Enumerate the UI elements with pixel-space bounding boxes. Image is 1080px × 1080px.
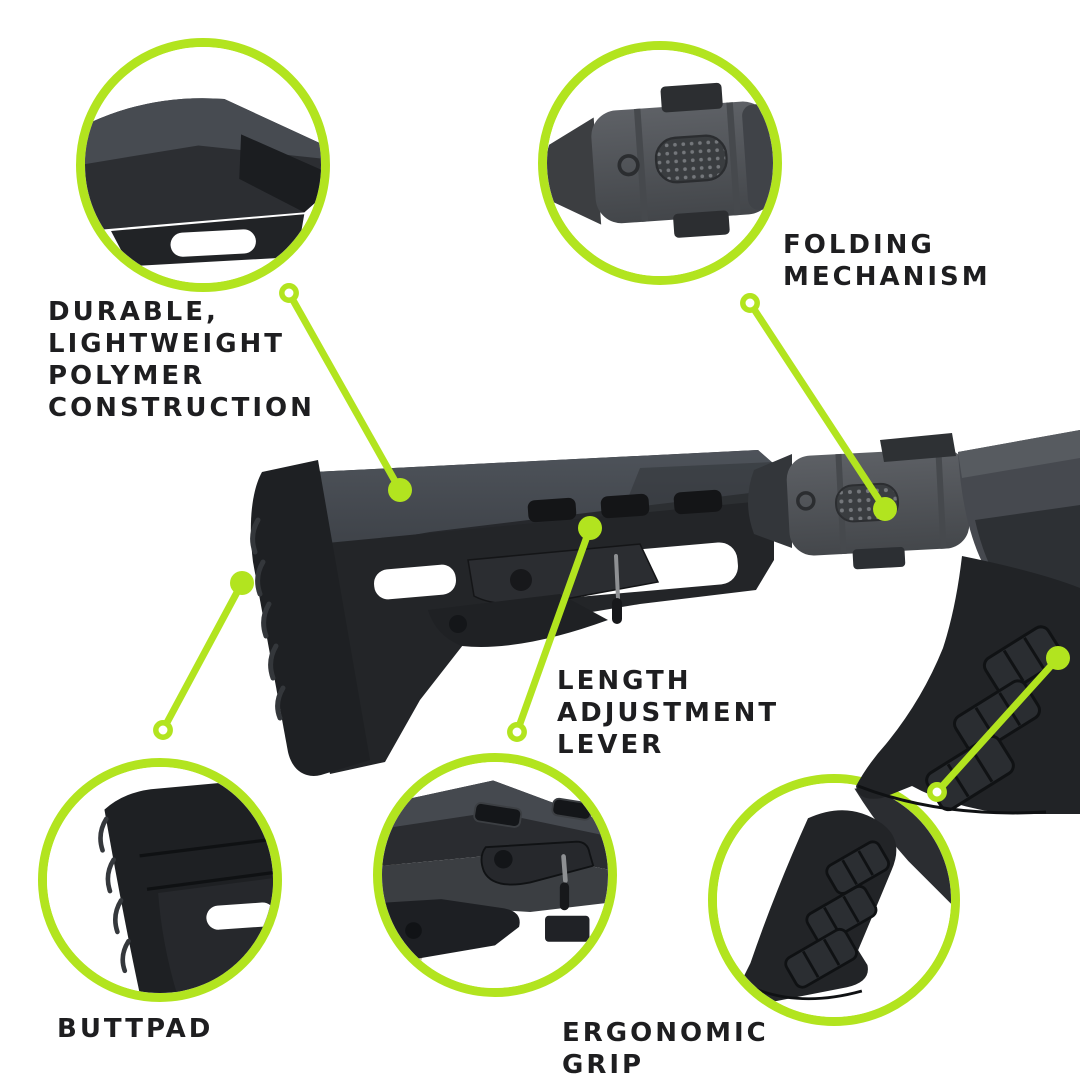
zoom-bubble-polymer [76, 38, 330, 292]
connector-folding [740, 293, 897, 521]
connector-ring [740, 293, 760, 313]
connector-grip [927, 646, 1070, 802]
label-ergonomic-grip: ERGONOMIC GRIP [562, 1018, 769, 1080]
label-buttpad: BUTTPAD [57, 1014, 214, 1044]
label-polymer-construction: DURABLE, LIGHTWEIGHT POLYMER CONSTRUCTIO… [48, 297, 315, 423]
connector-dot [388, 478, 412, 502]
zoom-bubble-buttpad [38, 758, 282, 1002]
zoom-bubble-grip [708, 774, 960, 1026]
zoom-photo-folding-hinge [547, 50, 773, 276]
label-folding-mechanism: FOLDING MECHANISM [783, 230, 991, 292]
connector-ring [507, 722, 527, 742]
zoom-photo-adjustment-lever [382, 762, 608, 988]
connector-ring [153, 720, 173, 740]
connector-dot [873, 497, 897, 521]
zoom-bubble-lever [373, 753, 617, 997]
connector-dot [230, 571, 254, 595]
zoom-photo-polymer-stock [85, 47, 321, 283]
zoom-photo-buttpad [47, 767, 273, 993]
zoom-bubble-folding [538, 41, 782, 285]
connector-dot [1046, 646, 1070, 670]
connector-ring [927, 782, 947, 802]
zoom-photo-ergonomic-grip [717, 783, 951, 1017]
connector-buttpad [153, 571, 254, 740]
label-length-adjustment-lever: LENGTH ADJUSTMENT LEVER [557, 666, 780, 760]
connector-dot [578, 516, 602, 540]
